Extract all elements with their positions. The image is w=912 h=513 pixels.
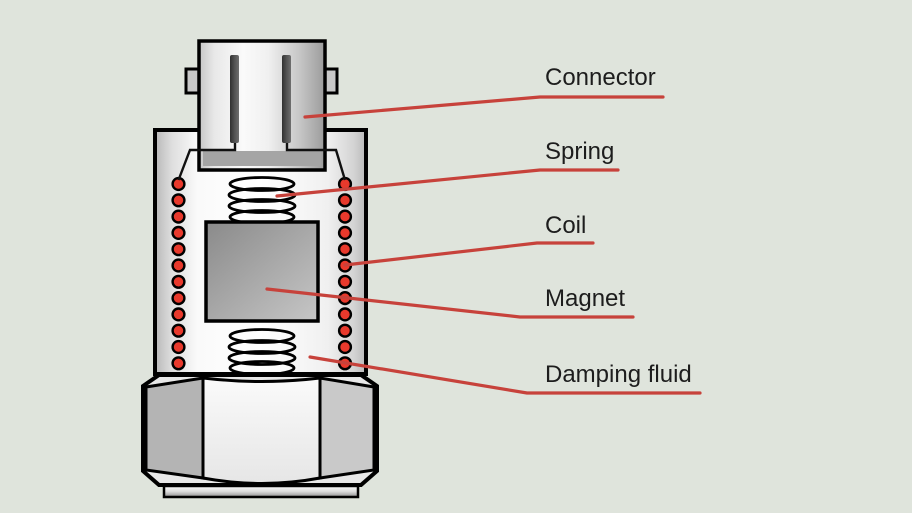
coil-dot — [337, 339, 353, 355]
coil-dot — [171, 356, 186, 371]
coil-dot — [337, 193, 353, 208]
leader-line-damping-fluid — [308, 355, 702, 395]
connector-base-shadow — [203, 151, 321, 166]
connector-housing — [197, 39, 327, 172]
spring-loop — [228, 328, 296, 344]
leader-line-connector — [303, 95, 665, 119]
hex-facet-left — [144, 376, 205, 480]
hex-facet-right — [318, 376, 376, 480]
coil-dot — [171, 258, 186, 273]
coil-dot — [171, 323, 186, 338]
label-connector: Connector — [545, 64, 656, 91]
coil-dot — [337, 225, 353, 241]
hex-nut — [141, 373, 379, 499]
leader-lines — [265, 95, 702, 395]
coil-wire-right — [285, 143, 347, 181]
connector-assembly — [177, 39, 347, 181]
coil-dot — [171, 307, 186, 322]
coil-dot — [171, 339, 186, 355]
coil-dot — [171, 242, 186, 257]
spring-loop — [227, 198, 297, 214]
coil-dot — [171, 225, 186, 241]
coil-wire-left — [177, 143, 237, 181]
spring-loop — [227, 350, 297, 366]
connector-pin-left — [230, 55, 239, 143]
leader-line-magnet — [265, 287, 635, 319]
coil-dot — [337, 242, 353, 257]
hex-facet-center — [201, 376, 322, 485]
coil-dot — [171, 274, 186, 289]
coil-dot — [171, 291, 186, 306]
leader-line-coil — [343, 241, 595, 267]
label-magnet: Magnet — [545, 285, 625, 312]
coil-dot — [337, 274, 353, 289]
spring-loop — [228, 176, 296, 192]
label-coil: Coil — [545, 212, 586, 239]
spring-loop — [227, 339, 297, 355]
label-damping-fluid: Damping fluid — [545, 361, 692, 388]
coil-dot — [171, 193, 186, 208]
coil-dot — [337, 209, 353, 224]
base-plate — [162, 484, 360, 499]
connector-pin-right — [282, 55, 291, 143]
magnet-block — [204, 220, 320, 323]
spring-bottom — [227, 328, 297, 376]
coil-dot — [337, 307, 353, 322]
coil-dot — [171, 209, 186, 224]
label-spring: Spring — [545, 138, 614, 165]
leader-line-spring — [275, 168, 620, 198]
coil-windings — [171, 176, 353, 371]
coil-dot — [337, 323, 353, 338]
